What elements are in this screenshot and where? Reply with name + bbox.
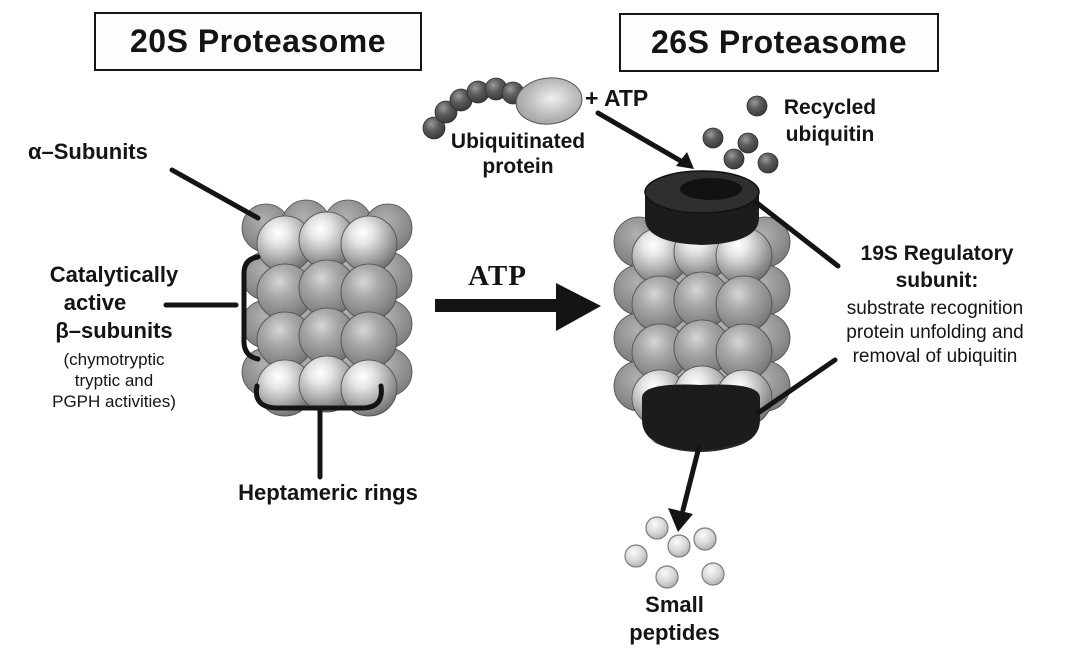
beta-ring-1 xyxy=(256,259,398,321)
alpha-ring-bottom xyxy=(256,355,398,417)
19s-bottom-cap xyxy=(642,384,760,452)
title-26s: 26S Proteasome xyxy=(619,13,939,72)
beta-ring-2 xyxy=(256,307,398,369)
heptameric-rings-label: Heptameric rings xyxy=(238,480,418,505)
ubiquitinated-line2: protein xyxy=(482,155,554,178)
19s-top-cap xyxy=(644,170,760,245)
plus-atp-label: + ATP xyxy=(585,85,649,111)
alpha-subunits-label: α–Subunits xyxy=(28,139,148,164)
regulatory-subunit-desc: substrate recognition protein unfolding … xyxy=(810,297,1060,369)
substrate-entry-line xyxy=(595,110,689,167)
product-arrowhead xyxy=(668,508,693,532)
recycled-ubiquitin-label: Recycled ubiquitin xyxy=(765,94,895,148)
catalytic-activities-label: (chymotryptic tryptic and PGPH activitie… xyxy=(22,349,206,412)
small-peptides-label: Small peptides xyxy=(612,591,737,647)
catalytic-sub1: (chymotryptic xyxy=(63,350,165,369)
catalytic-sub2: tryptic and xyxy=(74,371,154,390)
recycled-line1: Recycled xyxy=(783,96,877,119)
recycled-ubiquitin-dots xyxy=(702,95,779,174)
ubiquitin-chain xyxy=(422,77,525,140)
regulatory-desc2: protein unfolding and xyxy=(846,322,1024,343)
catalytic-sub3: PGPH activities) xyxy=(52,392,176,411)
catalytic-line1: Catalytically xyxy=(49,262,179,287)
ubiquitinated-protein-label: Ubiquitinated protein xyxy=(428,129,608,179)
recycled-line2: ubiquitin xyxy=(785,123,875,146)
protein-oval xyxy=(515,77,583,125)
ubiquitinated-line1: Ubiquitinated xyxy=(450,130,586,153)
title-20s: 20S Proteasome xyxy=(94,12,422,71)
regulatory-subunit-title: 19S Regulatory subunit: xyxy=(818,240,1056,294)
product-arrow-line xyxy=(680,444,702,513)
beta-bracket xyxy=(241,254,261,362)
catalytic-line3: β–subunits xyxy=(55,318,173,343)
regulatory-title2: subunit: xyxy=(895,269,979,292)
atp-arrow xyxy=(435,283,601,331)
atp-arrow-label: ATP xyxy=(468,260,527,292)
regulatory-pointer-line-top xyxy=(754,200,841,269)
catalytic-line2: active xyxy=(63,290,127,315)
alpha-ring-top xyxy=(256,211,398,273)
regulatory-desc1: substrate recognition xyxy=(846,298,1024,319)
substrate-entry-arrowhead xyxy=(676,152,694,169)
regulatory-desc3: removal of ubiquitin xyxy=(852,346,1018,367)
small-peptide-dots xyxy=(624,516,725,589)
regulatory-pointer-line-bottom xyxy=(755,357,838,416)
peptides-line2: peptides xyxy=(629,620,720,645)
peptides-line1: Small xyxy=(645,592,704,617)
20s-barrel xyxy=(241,199,413,417)
alpha-pointer-line xyxy=(169,167,261,221)
regulatory-title1: 19S Regulatory xyxy=(860,242,1014,265)
catalytic-label: Catalytically active β–subunits xyxy=(22,261,206,345)
